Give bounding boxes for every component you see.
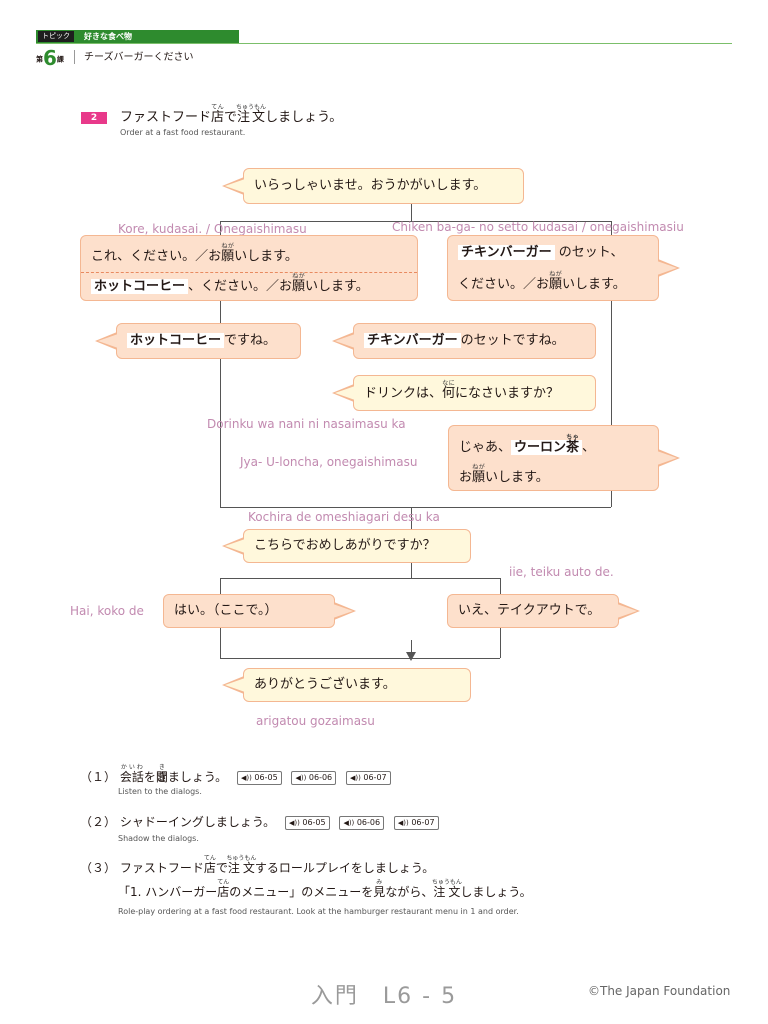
speech-bubble-customer-oolong: じゃあ、ウーロン茶ちゃ、 お願ねがいします。 — [448, 425, 680, 491]
page-number: 入門 L6 - 5 — [310, 984, 458, 1009]
topic-title: 好きな食べ物 — [84, 32, 132, 41]
speech-bubble-staff-thanks: ありがとうございます。 — [222, 668, 471, 702]
flow-line — [411, 562, 412, 578]
romaji-hai: Hai, koko de — [70, 604, 144, 618]
romaji-oolong: Jya- U-loncha, onegaishimasu — [240, 455, 418, 469]
exercise-3-subtitle: Role-play ordering at a fast food restau… — [118, 907, 519, 916]
audio-track-button[interactable]: ◀)) 06-07 — [345, 770, 391, 785]
audio-track-button[interactable]: ◀)) 06-05 — [284, 815, 330, 830]
section-title: ファストフード店てんで注文ちゅうもんしましょう。 — [120, 104, 343, 125]
section-subtitle: Order at a fast food restaurant. — [120, 128, 246, 137]
flow-line — [411, 507, 412, 529]
romaji-arigatou: arigatou gozaimasu — [256, 714, 375, 728]
audio-track-button[interactable]: ◀)) 06-07 — [393, 815, 439, 830]
section-badge: 2 — [81, 112, 107, 124]
lesson-number: 第6課 — [36, 46, 64, 70]
exercise-3: （３） ファストフード店てんで注文ちゅうもんするロールプレイをしましょう。 — [80, 855, 435, 875]
romaji-chiken-set: Chiken ba-ga- no setto kudasai / onegais… — [392, 220, 684, 234]
flow-line — [220, 658, 500, 659]
header-bar — [36, 30, 239, 43]
romaji-kochira: Kochira de omeshiagari desu ka — [248, 510, 440, 524]
copyright: ©The Japan Foundation — [588, 984, 731, 998]
speech-bubble-staff-confirm-set: チキンバーガーのセットですね。 — [332, 323, 596, 359]
lesson-title: チーズバーガーください — [84, 52, 194, 63]
topic-tag: トピック — [38, 31, 74, 42]
audio-track-button[interactable]: ◀)) 06-05 — [237, 770, 282, 785]
flow-line — [220, 221, 221, 508]
romaji-iie: iie, teiku auto de. — [509, 565, 614, 579]
romaji-dorinku: Dorinku wa nani ni nasaimasu ka — [207, 417, 406, 431]
speaker-icon: ◀)) — [241, 773, 252, 782]
exercise-3-line2: 「1. ハンバーガー店てんのメニュー」のメニューを見みながら、注文ちゅうもんしま… — [118, 879, 532, 899]
exercise-2-subtitle: Shadow the dialogs. — [118, 834, 199, 843]
speaker-icon: ◀)) — [288, 818, 300, 827]
speech-bubble-customer-takeout: いえ、テイクアウトで。 — [447, 594, 640, 628]
speech-bubble-staff-confirm-coffee: ホットコーヒーですね。 — [95, 323, 301, 359]
speaker-icon: ◀)) — [397, 818, 409, 827]
flow-line — [220, 507, 611, 508]
flow-line — [220, 578, 500, 579]
flow-line — [411, 200, 412, 221]
audio-track-button[interactable]: ◀)) 06-06 — [291, 770, 337, 785]
speech-bubble-staff-drink: ドリンクは、何なにになさいますか？ — [332, 375, 596, 411]
arrow-down-icon — [406, 652, 416, 661]
speech-bubble-customer-here: はい。（ここで。） — [163, 594, 356, 628]
flow-line — [220, 221, 411, 222]
lesson-separator — [74, 50, 75, 64]
exercise-1: （１） 会話かいわを聞ききましょう。 ◀)) 06-05 ◀)) 06-06 ◀… — [80, 764, 391, 785]
header-divider — [36, 43, 732, 44]
flow-line — [411, 221, 611, 222]
speaker-icon: ◀)) — [349, 773, 361, 782]
flow-line — [411, 640, 412, 658]
exercise-1-subtitle: Listen to the dialogs. — [118, 787, 202, 796]
romaji-kore-kudasai: Kore, kudasai. / Onegaishimasu — [118, 222, 307, 236]
exercise-2: （２） シャドーイングしましょう。 ◀)) 06-05 ◀)) 06-06 ◀)… — [80, 814, 439, 830]
audio-track-button[interactable]: ◀)) 06-06 — [339, 815, 385, 830]
flow-line — [611, 221, 612, 507]
speech-bubble-customer-chicken-set: チキンバーガー のセット、 ください。／お願ねがいします。 — [447, 235, 680, 301]
speech-bubble-customer-coffee: これ、ください。／お願ねがいします。 ホットコーヒー、ください。／お願ねがいしま… — [80, 235, 418, 301]
speech-bubble-staff-greeting: いらっしゃいませ。おうかがいします。 — [222, 168, 524, 204]
speaker-icon: ◀)) — [343, 818, 355, 827]
speech-bubble-staff-eat-in: こちらでおめしあがりですか？ — [222, 529, 471, 563]
speaker-icon: ◀)) — [295, 773, 307, 782]
